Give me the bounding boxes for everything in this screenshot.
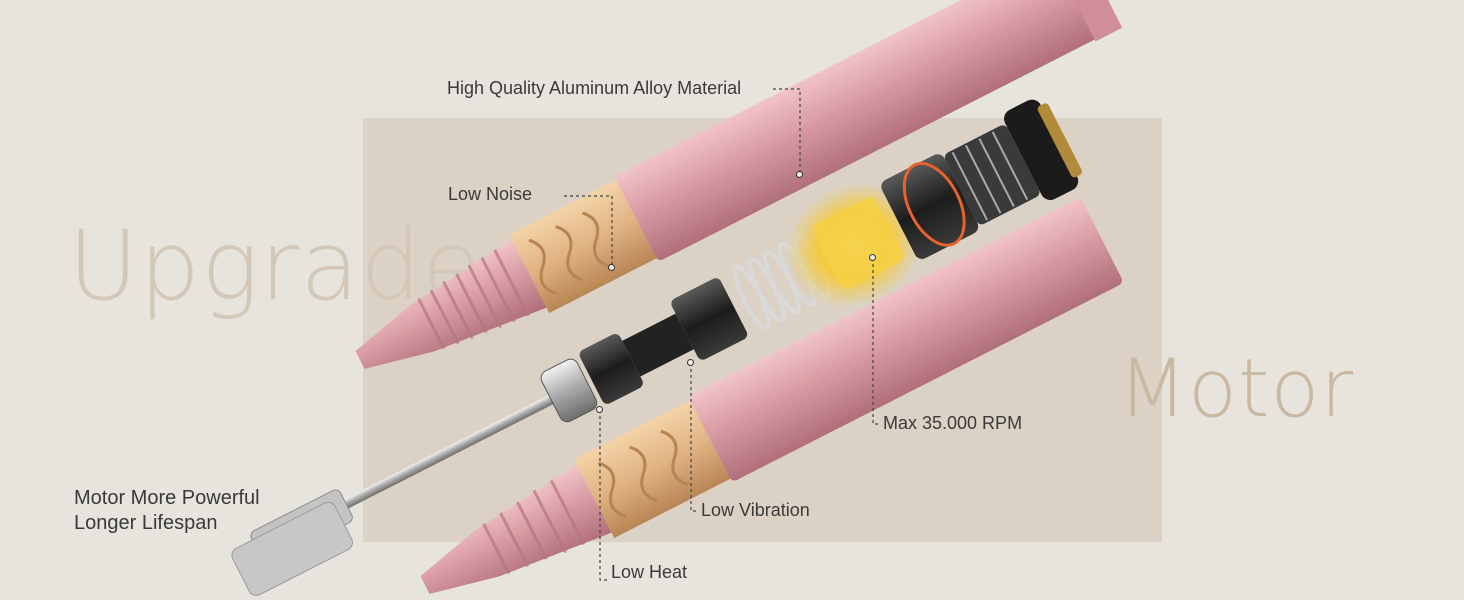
callout-motor-line2: Longer Lifespan: [74, 512, 218, 534]
callout-lines: [564, 88, 880, 581]
callout-motor-line1: Motor More Powerful: [74, 487, 260, 509]
callout-rpm: Max 35.000 RPM: [883, 413, 1023, 433]
callout-point-material: [796, 171, 803, 178]
lower-pen-housing: [420, 199, 1122, 594]
callout-vibration: Low Vibration: [701, 500, 810, 520]
motor-internals: [250, 99, 1082, 564]
drill-bit: [231, 501, 354, 596]
callout-material: High Quality Aluminum Alloy Material: [447, 78, 742, 98]
callout-point-heat: [596, 406, 603, 413]
callout-motor-power: Motor More Powerful Longer Lifespan: [74, 486, 260, 536]
callout-point-vibration: [687, 359, 694, 366]
upper-pen-housing: [355, 0, 1123, 369]
callout-noise: Low Noise: [448, 184, 533, 204]
headline-motor: Motor: [1118, 342, 1355, 435]
callout-heat: Low Heat: [611, 562, 688, 582]
callout-point-rpm: [869, 254, 876, 261]
callout-point-noise: [608, 264, 615, 271]
